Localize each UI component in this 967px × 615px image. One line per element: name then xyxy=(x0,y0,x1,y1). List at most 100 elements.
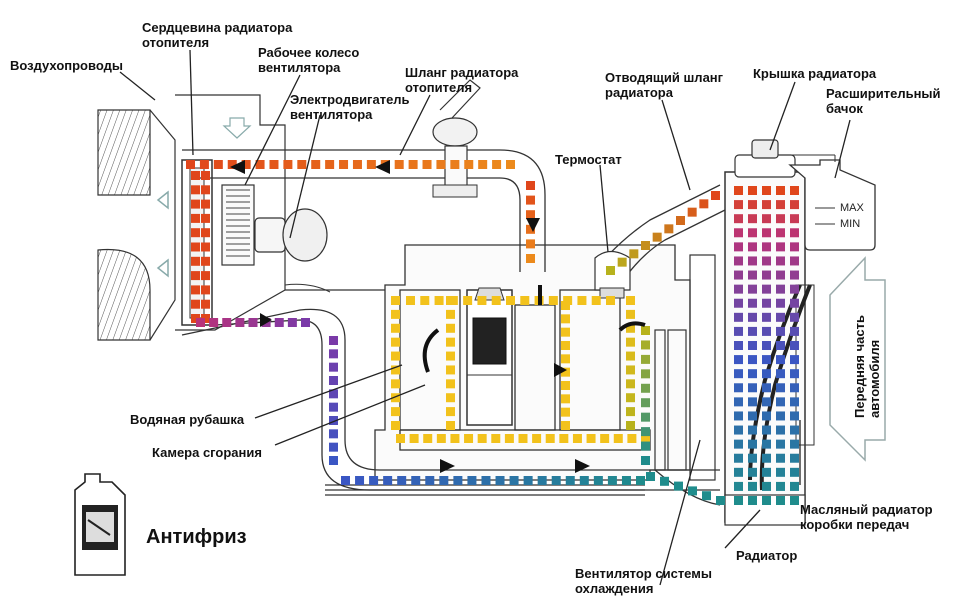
coolant-square xyxy=(762,284,771,294)
coolant-square xyxy=(446,365,455,375)
coolant-square xyxy=(688,486,697,496)
front-arrow xyxy=(829,256,886,462)
coolant-square xyxy=(641,441,650,451)
coolant-square xyxy=(191,242,200,252)
coolant-square xyxy=(748,298,757,308)
coolant-square xyxy=(641,241,650,250)
coolant-square xyxy=(734,383,743,393)
flow-arrow xyxy=(440,459,455,473)
coolant-square xyxy=(352,160,362,169)
coolant-square xyxy=(776,355,785,365)
coolant-square xyxy=(394,160,404,169)
coolant-square xyxy=(626,309,635,319)
coolant-square xyxy=(734,284,743,294)
coolant-square xyxy=(467,476,477,485)
coolant-square xyxy=(748,411,757,421)
coolant-square xyxy=(790,312,799,322)
coolant-square xyxy=(201,242,210,252)
coolant-square xyxy=(790,326,799,336)
coolant-square xyxy=(790,270,799,280)
coolant-square xyxy=(199,160,209,169)
coolant-square xyxy=(411,476,421,485)
coolant-square xyxy=(762,383,771,393)
coolant-square xyxy=(283,160,293,169)
coolant-square xyxy=(641,456,650,465)
coolant-square xyxy=(762,256,771,266)
coolant-square xyxy=(776,312,785,322)
coolant-square xyxy=(734,326,743,336)
coolant-square xyxy=(545,434,555,443)
coolant-square xyxy=(551,476,561,485)
coolant-square xyxy=(248,318,258,327)
coolant-square xyxy=(446,309,455,319)
coolant-square xyxy=(748,214,757,224)
flow-arrow xyxy=(554,363,567,377)
coolant-square xyxy=(652,232,662,242)
coolant-square xyxy=(734,341,743,350)
coolant-square xyxy=(762,228,771,238)
flow-arrow xyxy=(260,313,272,327)
coolant-square xyxy=(329,362,338,372)
coolant-square xyxy=(591,296,601,305)
coolant-square xyxy=(191,213,200,223)
coolant-square xyxy=(762,298,771,308)
flow-arrow xyxy=(375,160,390,174)
flow-arrow xyxy=(575,459,590,473)
coolant-square xyxy=(600,434,610,443)
coolant-square xyxy=(561,314,570,324)
coolant-square xyxy=(561,421,570,430)
coolant-square xyxy=(762,355,771,365)
coolant-square xyxy=(748,242,757,252)
coolant-square xyxy=(748,355,757,365)
label-air-ducts: Воздухопроводы xyxy=(10,58,123,73)
coolant-square xyxy=(191,256,200,266)
coolant-square xyxy=(762,439,771,449)
coolant-square xyxy=(446,296,455,305)
coolant-square xyxy=(790,411,799,421)
coolant-square xyxy=(593,476,603,485)
coolant-square xyxy=(436,434,446,443)
coolant-square xyxy=(762,496,771,505)
coolant-square xyxy=(734,214,743,224)
coolant-square xyxy=(383,476,393,485)
coolant-square xyxy=(329,336,338,345)
coolant-square xyxy=(762,312,771,322)
coolant-square xyxy=(391,323,400,333)
coolant-square xyxy=(790,383,799,393)
label-fan-wheel: Рабочее колесо вентилятора xyxy=(258,45,360,75)
coolant-square xyxy=(563,296,573,305)
flow-arrow xyxy=(526,218,540,232)
coolant-square xyxy=(734,242,743,252)
coolant-square xyxy=(446,379,455,389)
coolant-square xyxy=(526,181,535,190)
coolant-square xyxy=(463,296,473,305)
coolant-square xyxy=(762,270,771,280)
coolant-square xyxy=(186,160,195,169)
coolant-square xyxy=(776,496,785,505)
label-min: MIN xyxy=(840,218,861,230)
coolant-square xyxy=(790,453,799,463)
coolant-square xyxy=(748,496,757,505)
coolant-square xyxy=(606,266,615,275)
coolant-square xyxy=(537,476,547,485)
coolant-square xyxy=(439,476,449,485)
coolant-square xyxy=(532,434,542,443)
coolant-square xyxy=(734,186,743,195)
coolant-square xyxy=(776,425,785,435)
label-antifreeze: Антифриз xyxy=(146,526,247,548)
coolant-square xyxy=(227,160,237,169)
flow-arrow xyxy=(230,160,245,174)
coolant-square xyxy=(776,439,785,449)
coolant-square xyxy=(762,214,771,224)
coolant-square xyxy=(641,412,650,422)
coolant-square xyxy=(561,341,570,350)
coolant-square xyxy=(790,186,799,195)
coolant-square xyxy=(548,296,558,305)
coolant-square xyxy=(762,467,771,477)
coolant-square xyxy=(436,160,446,169)
coolant-square xyxy=(495,476,505,485)
label-radiator: Радиатор xyxy=(736,548,798,563)
coolant-square xyxy=(790,256,799,266)
coolant-square xyxy=(762,481,771,491)
